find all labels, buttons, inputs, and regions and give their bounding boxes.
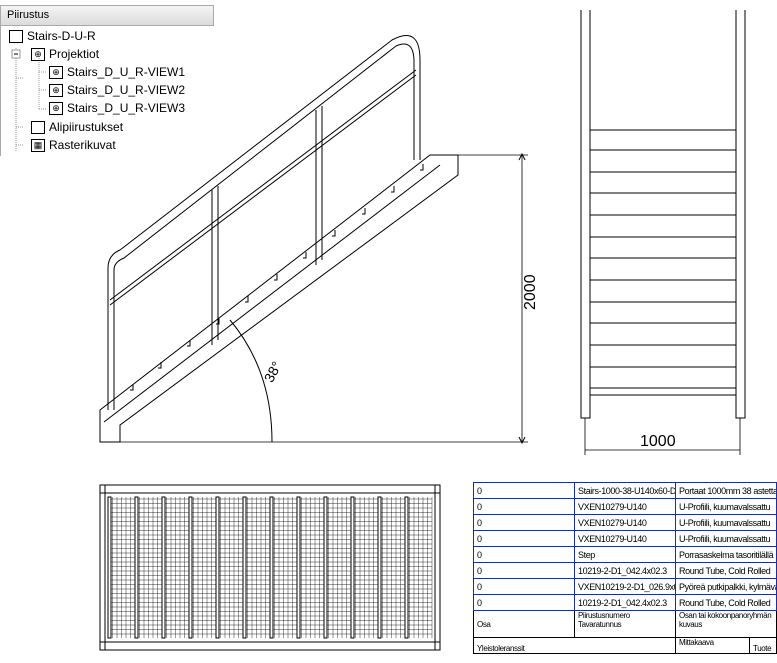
step-bar — [107, 496, 112, 639]
panel-header: Piirustus — [0, 5, 214, 26]
tree-item-subdrawings[interactable]: Alipiirustukset — [31, 118, 123, 136]
width-dimension: 1000 — [640, 433, 676, 450]
tree-lines — [11, 48, 47, 151]
view-icon: ⊕ — [49, 65, 63, 79]
product-label: Tuote — [753, 644, 772, 653]
step-bar — [134, 496, 139, 639]
tolerances-label: Yleistoleranssit — [473, 637, 676, 654]
table-cell: 0 — [473, 594, 575, 611]
tree-item-view3[interactable]: ⊕Stairs_D_U_R-VIEW3 — [49, 99, 185, 117]
table-cell: Portaat 1000mm 38 astetta U140x60 D kait… — [675, 482, 777, 499]
drawing-tree-panel: Piirustus Stairs-D-U-R ⊕Projektiot ⊕Stai… — [0, 5, 214, 156]
step-bar — [377, 496, 382, 639]
table-cell: 0 — [473, 514, 575, 531]
view-icon: ⊕ — [49, 101, 63, 115]
table-cell: VXEN10219-2-D1_026.9x0... — [574, 578, 676, 595]
table-cell: 0 — [473, 530, 575, 547]
table-cell: Round Tube, Cold Rolled — [675, 562, 777, 579]
table-cell: 0 — [473, 482, 575, 499]
table-cell: U-Profiili, kuumavalssattu — [675, 498, 777, 515]
step-bar — [242, 496, 247, 639]
top-view — [99, 484, 441, 651]
view-icon: ⊕ — [49, 83, 63, 97]
table-cell: Stairs-1000-38-U140x60-D-... — [574, 482, 676, 499]
step-bar — [188, 496, 193, 639]
table-cell: Round Tube, Cold Rolled — [675, 594, 777, 611]
height-dimension: 2000 — [522, 274, 539, 310]
table-cell: Porrasaskelma tasoritilällä — [675, 546, 777, 563]
subdrawing-icon — [31, 120, 45, 134]
table-cell: 0 — [473, 498, 575, 515]
step-bar — [215, 496, 220, 639]
tree-item-root[interactable]: Stairs-D-U-R — [9, 27, 96, 45]
table-cell: VXEN10279-U140 — [574, 530, 676, 547]
drawing-icon — [9, 29, 23, 43]
front-view — [580, 10, 746, 455]
table-cell: U-Profiili, kuumavalssattu — [675, 514, 777, 531]
tree-item-view2[interactable]: ⊕Stairs_D_U_R-VIEW2 — [49, 81, 185, 99]
step-bar — [323, 496, 328, 639]
step-bar — [269, 496, 274, 639]
grid-icon: ▦ — [31, 138, 45, 152]
angle-label: 38° — [261, 359, 285, 385]
tree-item-rasters[interactable]: ▦Rasterikuvat — [31, 136, 116, 154]
step-bar — [296, 496, 301, 639]
table-cell: Pyöreä putkipalkki, kylmävalssattu — [675, 578, 777, 595]
tree-item-projections[interactable]: ⊕Projektiot — [31, 45, 99, 63]
table-cell: 10219-2-D1_042.4x02.3 — [574, 594, 676, 611]
table-cell: 10219-2-D1_042.4x02.3 — [574, 562, 676, 579]
osa-label: Osa — [473, 610, 575, 638]
table-cell: VXEN10279-U140 — [574, 514, 676, 531]
table-cell: VXEN10279-U140 — [574, 498, 676, 515]
tree-item-view1[interactable]: ⊕Stairs_D_U_R-VIEW1 — [49, 63, 185, 81]
table-cell: U-Profiili, kuumavalssattu — [675, 530, 777, 547]
projection-icon: ⊕ — [31, 47, 45, 61]
table-cell: 0 — [473, 578, 575, 595]
scale-label: Mittakaava — [677, 638, 750, 653]
step-bar — [404, 496, 409, 639]
table-cell: 0 — [473, 562, 575, 579]
table-cell: Step — [574, 546, 676, 563]
table-cell: 0 — [473, 546, 575, 563]
step-bar — [161, 496, 166, 639]
step-bar — [350, 496, 355, 639]
